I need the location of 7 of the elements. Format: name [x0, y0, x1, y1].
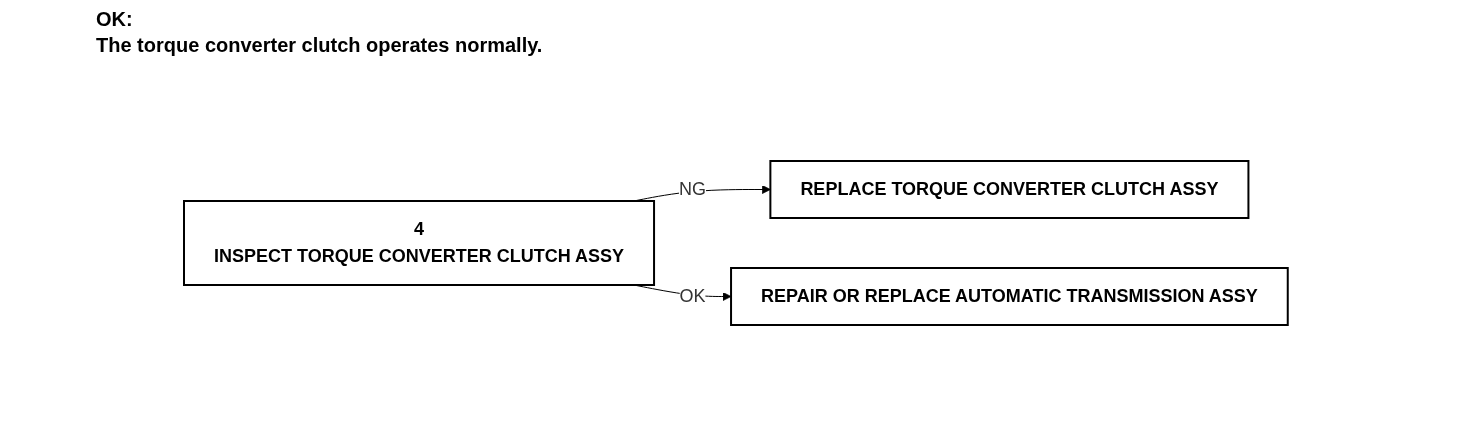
edge-label: OK [679, 286, 706, 306]
node-box: REPAIR OR REPLACE AUTOMATIC TRANSMISSION ASSY [730, 267, 1289, 326]
note-text: The torque converter clutch operates normally. [96, 33, 544, 58]
node-box: REPLACE TORQUE CONVERTER CLUTCH ASSY [769, 160, 1250, 219]
node-box: 4 INSPECT TORQUE CONVERTER CLUTCH ASSY [183, 200, 656, 286]
note-text: OK: [96, 7, 134, 32]
edge-label: NG [679, 179, 707, 199]
